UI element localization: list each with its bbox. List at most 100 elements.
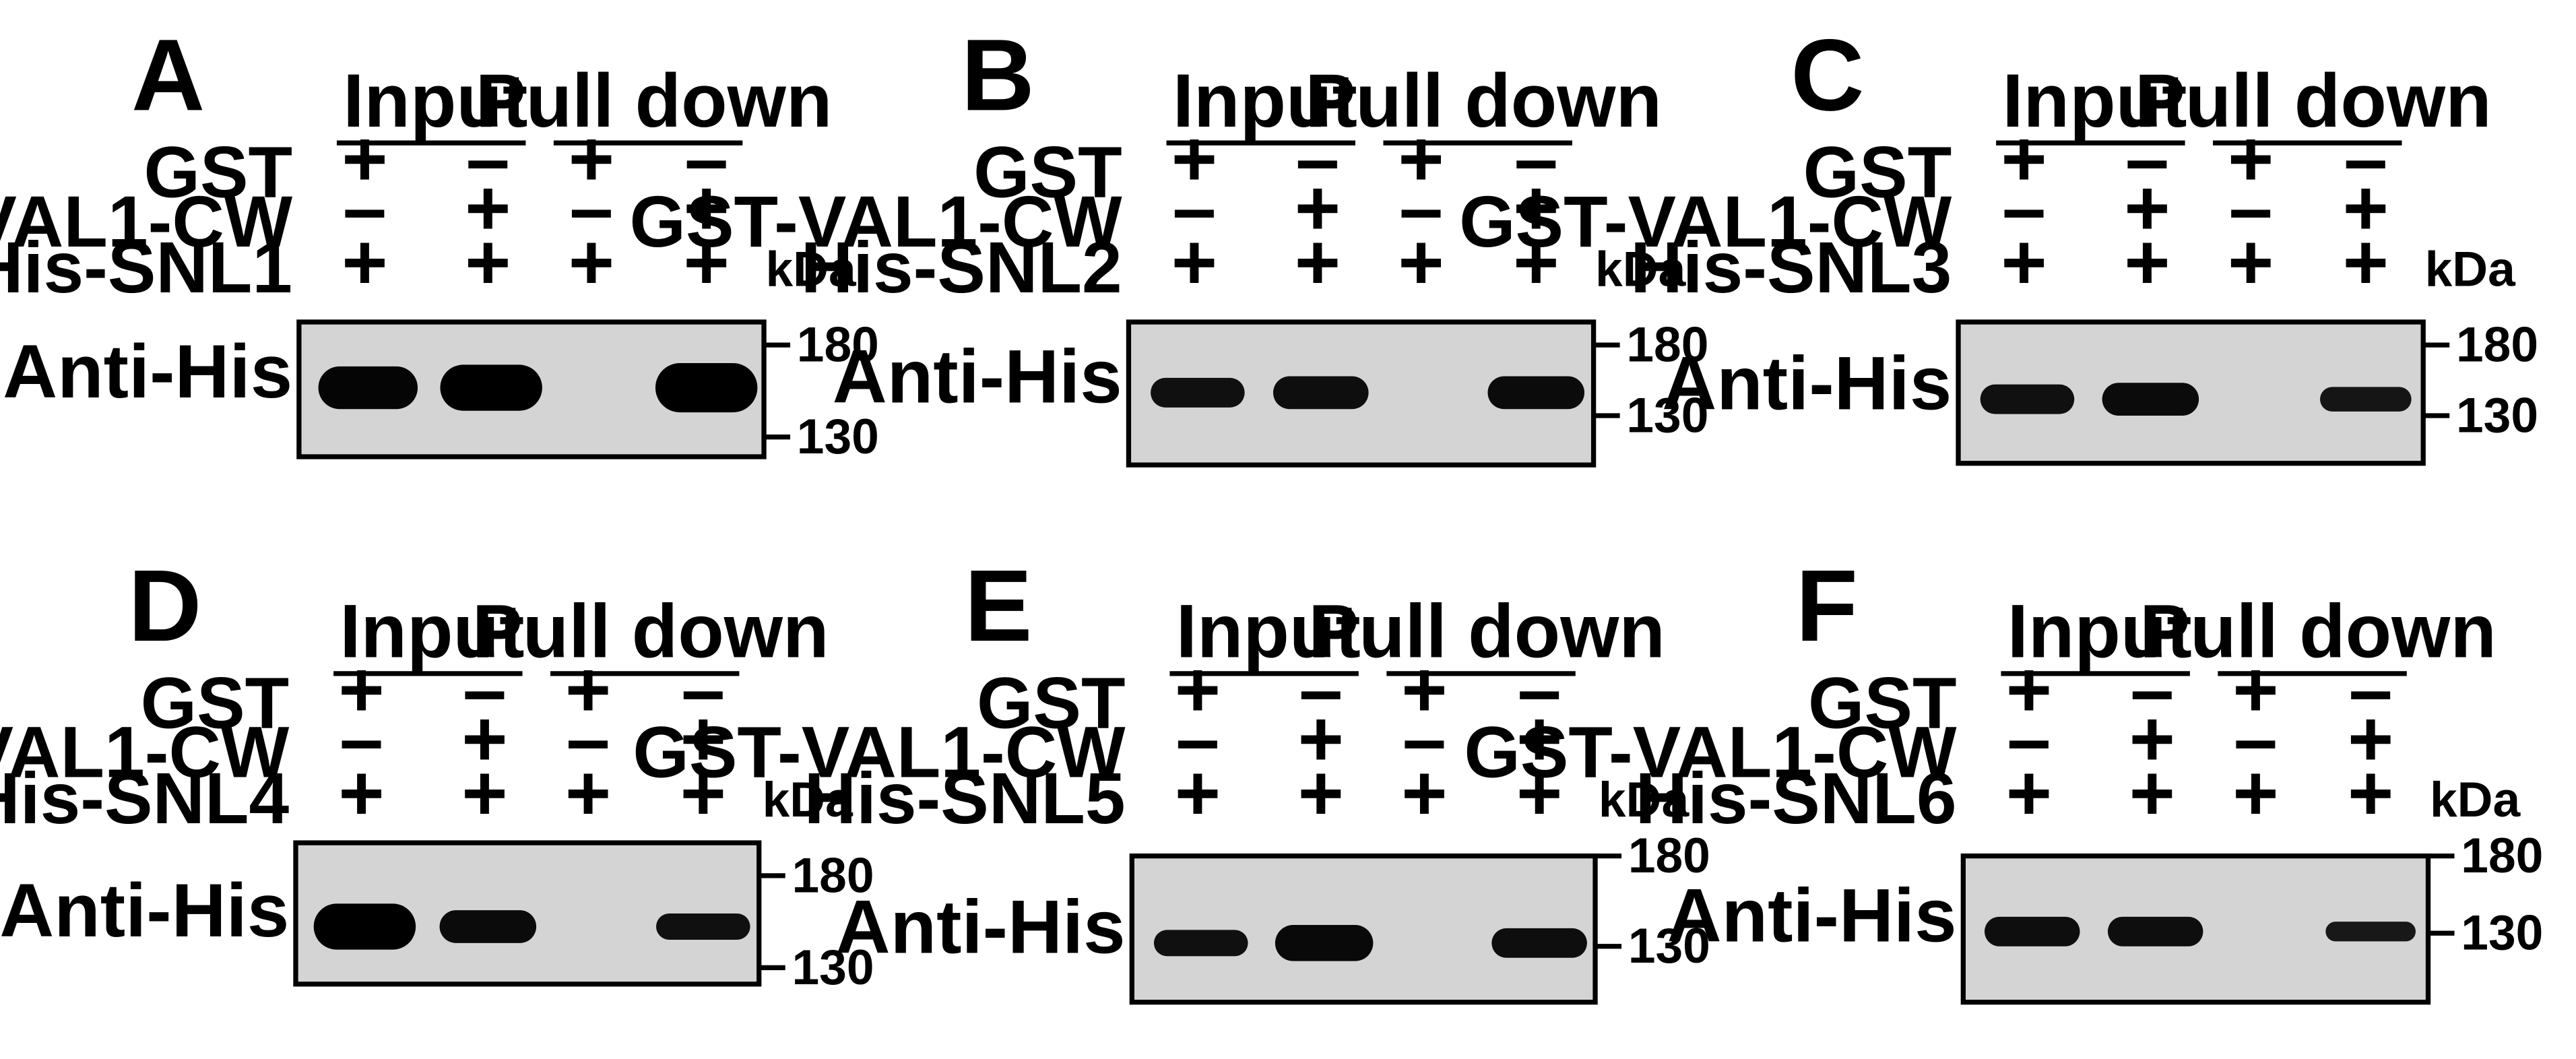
row-label-protein: His-SNL6 — [1636, 758, 1957, 839]
marker-label-180: 180 — [797, 317, 879, 373]
sign-row3-lane1: + — [2006, 748, 2052, 837]
sign-row3-lane3: + — [1398, 218, 1444, 306]
marker-label-130: 130 — [792, 940, 874, 995]
sign-row2-lane2: + — [1295, 164, 1341, 252]
sign-row1-lane2: – — [1299, 645, 1343, 733]
sign-row3-lane3: + — [1401, 748, 1447, 837]
row-label-gst: GST — [977, 662, 1126, 743]
sign-row1-lane1: + — [1171, 115, 1217, 203]
input-group-label: Input — [2007, 589, 2192, 674]
row-label-gst-val1-cw: GST-VAL1-CW — [1459, 181, 1952, 262]
band-lane1 — [1151, 377, 1245, 408]
sign-row1-lane1: + — [342, 115, 387, 203]
band-lane2 — [440, 364, 542, 411]
antibody-label: Anti-His — [836, 884, 1126, 969]
sign-row3-lane1: + — [1175, 748, 1221, 837]
kda-label: kDa — [1599, 772, 1690, 827]
input-group-label: Input — [340, 589, 524, 674]
sign-row2-lane4: + — [1516, 694, 1562, 782]
sign-row3-lane3: + — [565, 748, 611, 837]
sign-row2-lane3: – — [1399, 164, 1443, 252]
sign-row3-lane2: + — [461, 748, 507, 837]
sign-row2-lane2: + — [461, 694, 507, 782]
sign-row3-lane2: + — [465, 218, 511, 306]
row-label-protein: His-SNL1 — [0, 227, 292, 308]
marker-label-180: 180 — [2461, 828, 2543, 883]
band-lane2 — [439, 910, 537, 943]
panel-letter: D — [128, 549, 201, 663]
panel-letter: C — [1791, 18, 1864, 132]
band-lane1 — [1980, 384, 2075, 414]
sign-row2-lane3: – — [2234, 694, 2278, 782]
sign-row3-lane2: + — [1298, 748, 1344, 837]
pulldown-group-label: Pull down — [2135, 58, 2492, 143]
marker-label-130: 130 — [797, 409, 879, 464]
row-label-protein: His-SNL2 — [801, 227, 1122, 308]
antibody-label: Anti-His — [833, 334, 1122, 419]
sign-row1-lane3: + — [565, 645, 611, 733]
kda-label: kDa — [763, 772, 854, 827]
row-label-gst-val1-cw: GST-VAL1-CW — [0, 181, 293, 262]
sign-row2-lane2: + — [1298, 694, 1344, 782]
pulldown-group-label: Pull down — [476, 58, 833, 143]
panel-letter: B — [961, 18, 1035, 132]
sign-row1-lane4: – — [2344, 115, 2387, 203]
kda-label: kDa — [2425, 241, 2517, 296]
row-label-gst-val1-cw: GST-VAL1-CW — [0, 712, 290, 793]
sign-row1-lane1: + — [1175, 645, 1221, 733]
row-label-gst: GST — [141, 662, 290, 743]
sign-row1-lane4: – — [681, 645, 725, 733]
input-group-label: Input — [1176, 589, 1361, 674]
band-lane1 — [1153, 930, 1248, 957]
sign-row3-lane1: + — [2001, 218, 2047, 306]
sign-row2-lane2: + — [2129, 694, 2175, 782]
pulldown-group-label: Pull down — [1308, 589, 1665, 674]
sign-row3-lane2: + — [1295, 218, 1341, 306]
sign-row2-lane1: – — [1176, 694, 1219, 782]
marker-label-130: 130 — [1628, 918, 1710, 973]
antibody-label: Anti-His — [0, 868, 289, 953]
sign-row3-lane4: + — [1513, 218, 1559, 306]
sign-row3-lane4: + — [680, 748, 726, 837]
sign-row1-lane4: – — [684, 115, 728, 203]
row-label-gst: GST — [1803, 132, 1952, 213]
marker-label-180: 180 — [1628, 828, 1710, 883]
row-label-gst-val1-cw: GST-VAL1-CW — [633, 712, 1126, 793]
marker-label-130: 130 — [2456, 387, 2538, 443]
row-label-protein: His-SNL4 — [0, 758, 290, 839]
band-lane2 — [2102, 383, 2199, 416]
antibody-label: Anti-His — [1662, 340, 1952, 425]
sign-row2-lane4: + — [683, 164, 729, 252]
sign-row3-lane3: + — [2228, 218, 2274, 306]
marker-label-180: 180 — [2456, 317, 2538, 373]
pulldown-group-label: Pull down — [2139, 589, 2497, 674]
sign-row3-lane3: + — [569, 218, 614, 306]
row-label-gst: GST — [1808, 662, 1957, 743]
row-label-protein: His-SNL5 — [804, 758, 1126, 839]
sign-row1-lane4: – — [1514, 115, 1558, 203]
sign-row2-lane2: + — [465, 164, 511, 252]
marker-label-130: 130 — [2461, 905, 2543, 961]
band-lane2 — [1275, 925, 1374, 961]
panel-letter: F — [1796, 549, 1858, 663]
sign-row3-lane3: + — [2232, 748, 2278, 837]
sign-row3-lane2: + — [2124, 218, 2170, 306]
band-lane4 — [2320, 387, 2412, 412]
band-lane1 — [1984, 916, 2080, 946]
antibody-label: Anti-His — [1667, 872, 1957, 957]
antibody-label: Anti-His — [3, 329, 292, 414]
sign-row2-lane4: + — [680, 694, 726, 782]
sign-row3-lane1: + — [338, 748, 384, 837]
marker-label-180: 180 — [792, 847, 874, 903]
marker-label-130: 130 — [1626, 387, 1708, 443]
row-label-gst-val1-cw: GST-VAL1-CW — [630, 181, 1123, 262]
row-label-gst: GST — [973, 132, 1122, 213]
sign-row3-lane4: + — [683, 218, 729, 306]
panel-letter: E — [965, 549, 1033, 663]
sign-row2-lane2: + — [2124, 164, 2170, 252]
